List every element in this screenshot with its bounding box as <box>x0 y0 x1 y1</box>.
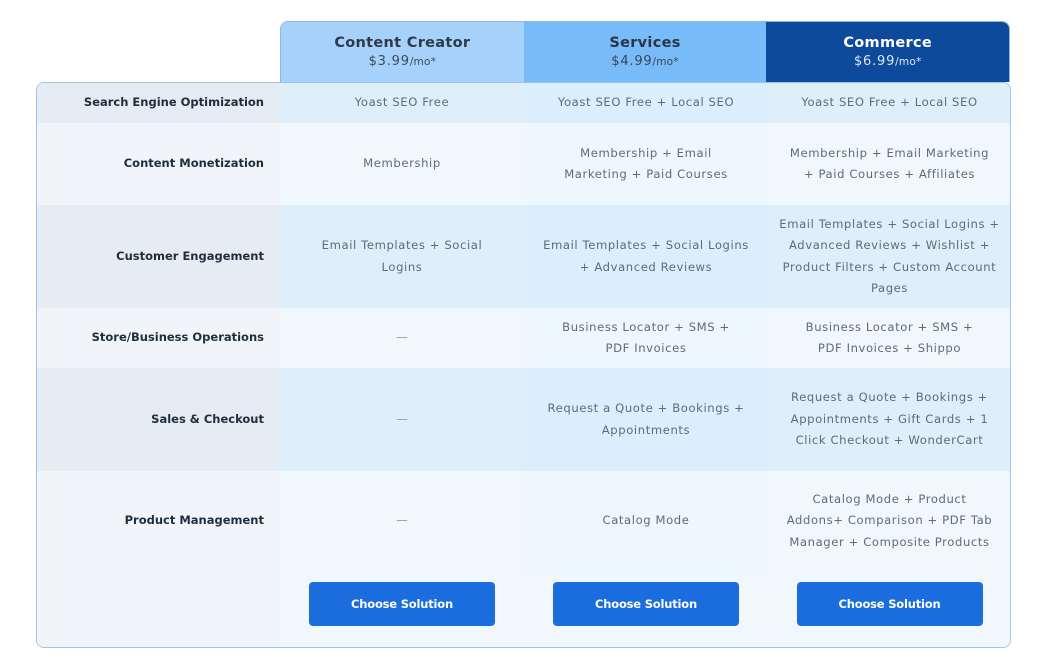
table-row-store-ops: Store/Business Operations — Business Loc… <box>37 308 1010 368</box>
feature-value: — <box>280 471 524 571</box>
plan-header-content-creator: Content Creator $3.99/mo* <box>281 22 524 82</box>
feature-value: Business Locator + SMS + PDF Invoices + … <box>768 308 1010 368</box>
actions-row: Choose Solution Choose Solution Choose S… <box>37 571 1010 647</box>
plan-header-row: Content Creator $3.99/mo* Services $4.99… <box>280 21 1010 82</box>
feature-value: Membership <box>280 123 524 205</box>
action-cell: Choose Solution <box>524 571 768 647</box>
choose-services-button[interactable]: Choose Solution <box>553 582 739 626</box>
feature-value: Membership + Email Marketing + Paid Cour… <box>524 123 768 205</box>
feature-value: Yoast SEO Free + Local SEO <box>524 83 768 123</box>
plan-price: $4.99/mo* <box>611 53 679 69</box>
table-row-sales: Sales & Checkout — Request a Quote + Boo… <box>37 368 1010 471</box>
empty-label <box>37 571 280 647</box>
table-row-product-mgmt: Product Management — Catalog Mode Catalo… <box>37 471 1010 571</box>
feature-label: Content Monetization <box>37 123 280 205</box>
table-row-seo: Search Engine Optimization Yoast SEO Fre… <box>37 83 1010 123</box>
feature-value: — <box>280 308 524 368</box>
plan-name: Commerce <box>843 34 932 51</box>
choose-content-creator-button[interactable]: Choose Solution <box>309 582 495 626</box>
choose-commerce-button[interactable]: Choose Solution <box>796 582 983 626</box>
plan-name: Content Creator <box>334 34 471 51</box>
action-cell: Choose Solution <box>280 571 524 647</box>
table-row-engagement: Customer Engagement Email Templates + So… <box>37 205 1010 308</box>
plan-header-services: Services $4.99/mo* <box>523 22 767 82</box>
feature-value: Email Templates + Social Logins + Advanc… <box>524 205 768 308</box>
feature-label: Store/Business Operations <box>37 308 280 368</box>
feature-value: Email Templates + Social Logins + Advanc… <box>768 205 1010 308</box>
feature-value: — <box>280 368 524 471</box>
feature-label: Search Engine Optimization <box>37 83 280 123</box>
feature-value: Business Locator + SMS + PDF Invoices <box>524 308 768 368</box>
feature-value: Catalog Mode + Product Addons+ Compariso… <box>768 471 1010 571</box>
feature-label: Customer Engagement <box>37 205 280 308</box>
plan-price: $3.99/mo* <box>368 53 437 69</box>
action-cell: Choose Solution <box>768 571 1010 647</box>
comparison-table: Search Engine Optimization Yoast SEO Fre… <box>36 82 1011 648</box>
feature-value: Membership + Email Marketing + Paid Cour… <box>768 123 1010 205</box>
feature-value: Email Templates + Social Logins <box>280 205 524 308</box>
feature-value: Request a Quote + Bookings + Appointment… <box>524 368 768 471</box>
table-row-monetization: Content Monetization Membership Membersh… <box>37 123 1010 205</box>
feature-value: Request a Quote + Bookings + Appointment… <box>768 368 1010 471</box>
feature-value: Yoast SEO Free + Local SEO <box>768 83 1010 123</box>
feature-value: Yoast SEO Free <box>280 83 524 123</box>
feature-value: Catalog Mode <box>524 471 768 571</box>
feature-label: Sales & Checkout <box>37 368 280 471</box>
feature-label: Product Management <box>37 471 280 571</box>
plan-name: Services <box>609 34 681 51</box>
plan-header-commerce: Commerce $6.99/mo* <box>766 22 1009 82</box>
plan-price: $6.99/mo* <box>853 53 922 69</box>
